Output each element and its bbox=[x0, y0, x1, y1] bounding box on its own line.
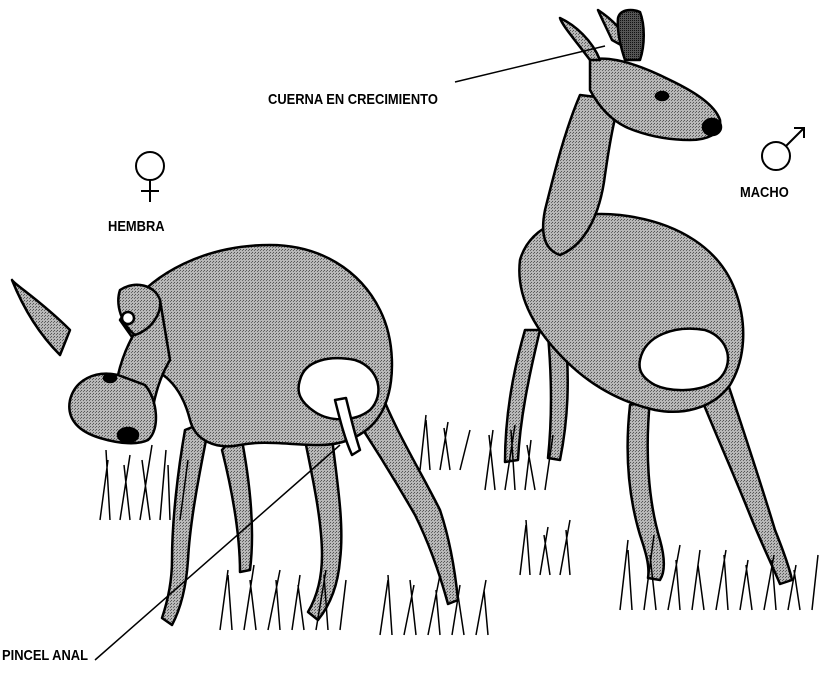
male-deer bbox=[505, 10, 792, 584]
female-head bbox=[69, 374, 156, 443]
male-hind-leg-2 bbox=[628, 400, 664, 580]
female-label: HEMBRA bbox=[108, 218, 165, 235]
female-front-leg-2 bbox=[222, 430, 252, 572]
female-eye bbox=[104, 374, 116, 382]
male-nose bbox=[703, 119, 721, 135]
female-symbol-icon bbox=[136, 152, 164, 202]
antler-callout-line bbox=[455, 46, 605, 82]
male-front-leg bbox=[505, 330, 540, 462]
female-ear bbox=[12, 280, 70, 355]
male-antler bbox=[618, 10, 644, 60]
female-nose bbox=[118, 428, 138, 442]
female-deer bbox=[12, 245, 458, 625]
male-label: MACHO bbox=[740, 184, 789, 201]
grass bbox=[100, 415, 818, 635]
male-symbol-icon bbox=[762, 128, 804, 170]
anal-tuft-label: PINCEL ANAL bbox=[2, 647, 88, 664]
male-ear bbox=[560, 18, 600, 60]
male-eye bbox=[656, 92, 668, 100]
antler-label: CUERNA EN CRECIMIENTO bbox=[268, 91, 438, 108]
